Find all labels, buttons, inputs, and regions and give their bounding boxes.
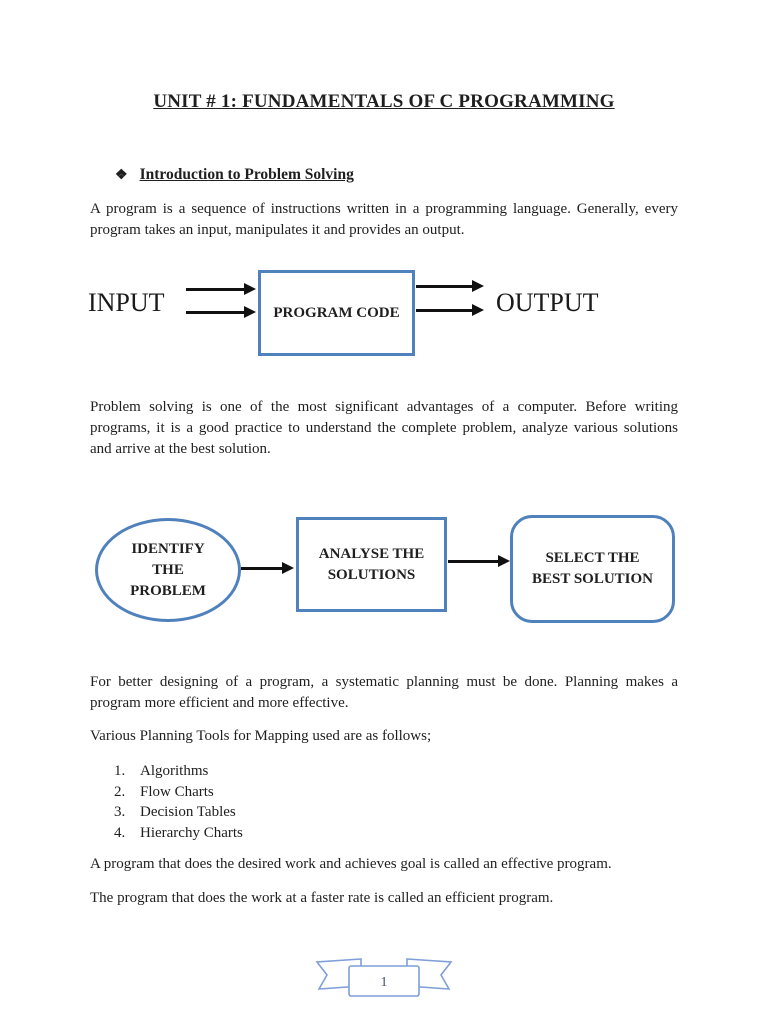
page-number: 1 [381,975,388,990]
list-item-label: Algorithms [140,763,209,779]
analyse-solutions-label: ANALYSE THE SOLUTIONS [318,545,425,583]
ribbon-banner-icon: 1 [315,958,453,997]
paragraph-line: A program that does the desired work and… [90,856,612,872]
paragraph-line: programs, it is a good practice to under… [90,420,678,436]
list-item: 3. Decision Tables [114,802,243,823]
paragraph-program-definition: A program is a sequence of instructions … [90,199,678,241]
arrow-right-icon [416,304,484,316]
arrow-right-icon [416,280,484,292]
list-item-label: Decision Tables [140,804,236,820]
paragraph-line: and arrive at the best solution. [90,441,271,457]
paragraph-line: program more efficient and more effectiv… [90,695,349,711]
paragraph-line: Problem solving is one of the most signi… [90,399,678,415]
paragraph-line: program takes an input, manipulates it a… [90,222,465,238]
list-item-number: 4. [114,824,126,841]
paragraph-tools-intro: Various Planning Tools for Mapping used … [90,726,678,747]
list-item-label: Flow Charts [140,783,214,800]
section-heading-text: Introduction to Problem Solving [139,166,354,183]
list-item-label: Hierarchy Charts [140,824,243,841]
paragraph-efficient-program: The program that does the work at a fast… [90,888,678,909]
arrow-right-icon [186,283,256,295]
select-solution-label: SELECT THE BEST SOLUTION [531,550,654,587]
section-heading: ❖ Introduction to Problem Solving [115,166,354,184]
program-code-label: PROGRAM CODE [273,304,400,321]
select-solution-box: SELECT THE BEST SOLUTION [510,515,675,623]
list-item: 4. Hierarchy Charts [114,823,243,844]
list-item-number: 3. [114,804,126,820]
page-number-ribbon: 1 [314,953,454,999]
list-item-number: 1. [114,763,126,779]
paragraph-line: Various Planning Tools for Mapping used … [90,728,432,744]
analyse-solutions-box: ANALYSE THE SOLUTIONS [296,517,447,612]
arrow-right-icon [448,555,510,567]
arrow-right-icon [186,306,256,318]
paragraph-effective-program: A program that does the desired work and… [90,854,678,875]
paragraph-line: A program is a sequence of instructions … [90,201,678,217]
diamond-bullet-icon: ❖ [115,168,128,183]
planning-tools-list: 1. Algorithms 2. Flow Charts 3. Decision… [114,761,243,843]
list-item-number: 2. [114,783,126,800]
paragraph-line: The program that does the work at a fast… [90,890,554,906]
paragraph-problem-solving: Problem solving is one of the most signi… [90,397,678,460]
paragraph-planning: For better designing of a program, a sys… [90,672,678,714]
paragraph-line: For better designing of a program, a sys… [90,674,678,690]
arrow-right-icon [241,562,294,574]
output-label: OUTPUT [496,288,599,317]
identify-problem-ellipse: IDENTIFY THE PROBLEM [95,518,241,622]
list-item: 2. Flow Charts [114,782,243,803]
page-title: UNIT # 1: FUNDAMENTALS OF C PROGRAMMING [153,91,615,112]
input-label: INPUT [88,288,165,317]
identify-problem-label: IDENTIFY THE PROBLEM [130,540,206,599]
program-code-box: PROGRAM CODE [258,270,415,356]
list-item: 1. Algorithms [114,761,243,782]
